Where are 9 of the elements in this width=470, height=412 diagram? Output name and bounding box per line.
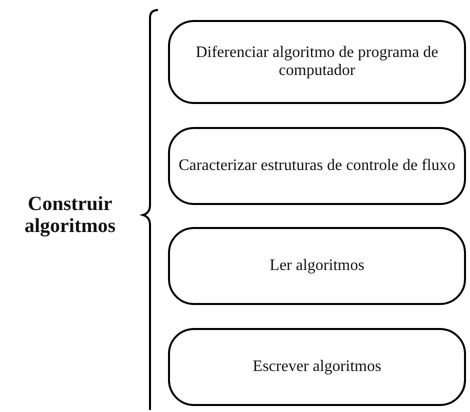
rounded-box xyxy=(168,20,466,104)
rounded-box xyxy=(168,227,466,305)
box-label: Ler algoritmos xyxy=(270,257,364,275)
box-label: Diferenciar algoritmo de programa de computador xyxy=(194,44,440,80)
box-label: Escrever algoritmos xyxy=(252,358,382,376)
box-label: Caracterizar estruturas de controle de fluxo xyxy=(178,157,456,175)
heading-label: Construir algoritmos xyxy=(23,193,117,237)
rounded-box xyxy=(168,328,466,406)
rounded-box xyxy=(168,127,466,205)
